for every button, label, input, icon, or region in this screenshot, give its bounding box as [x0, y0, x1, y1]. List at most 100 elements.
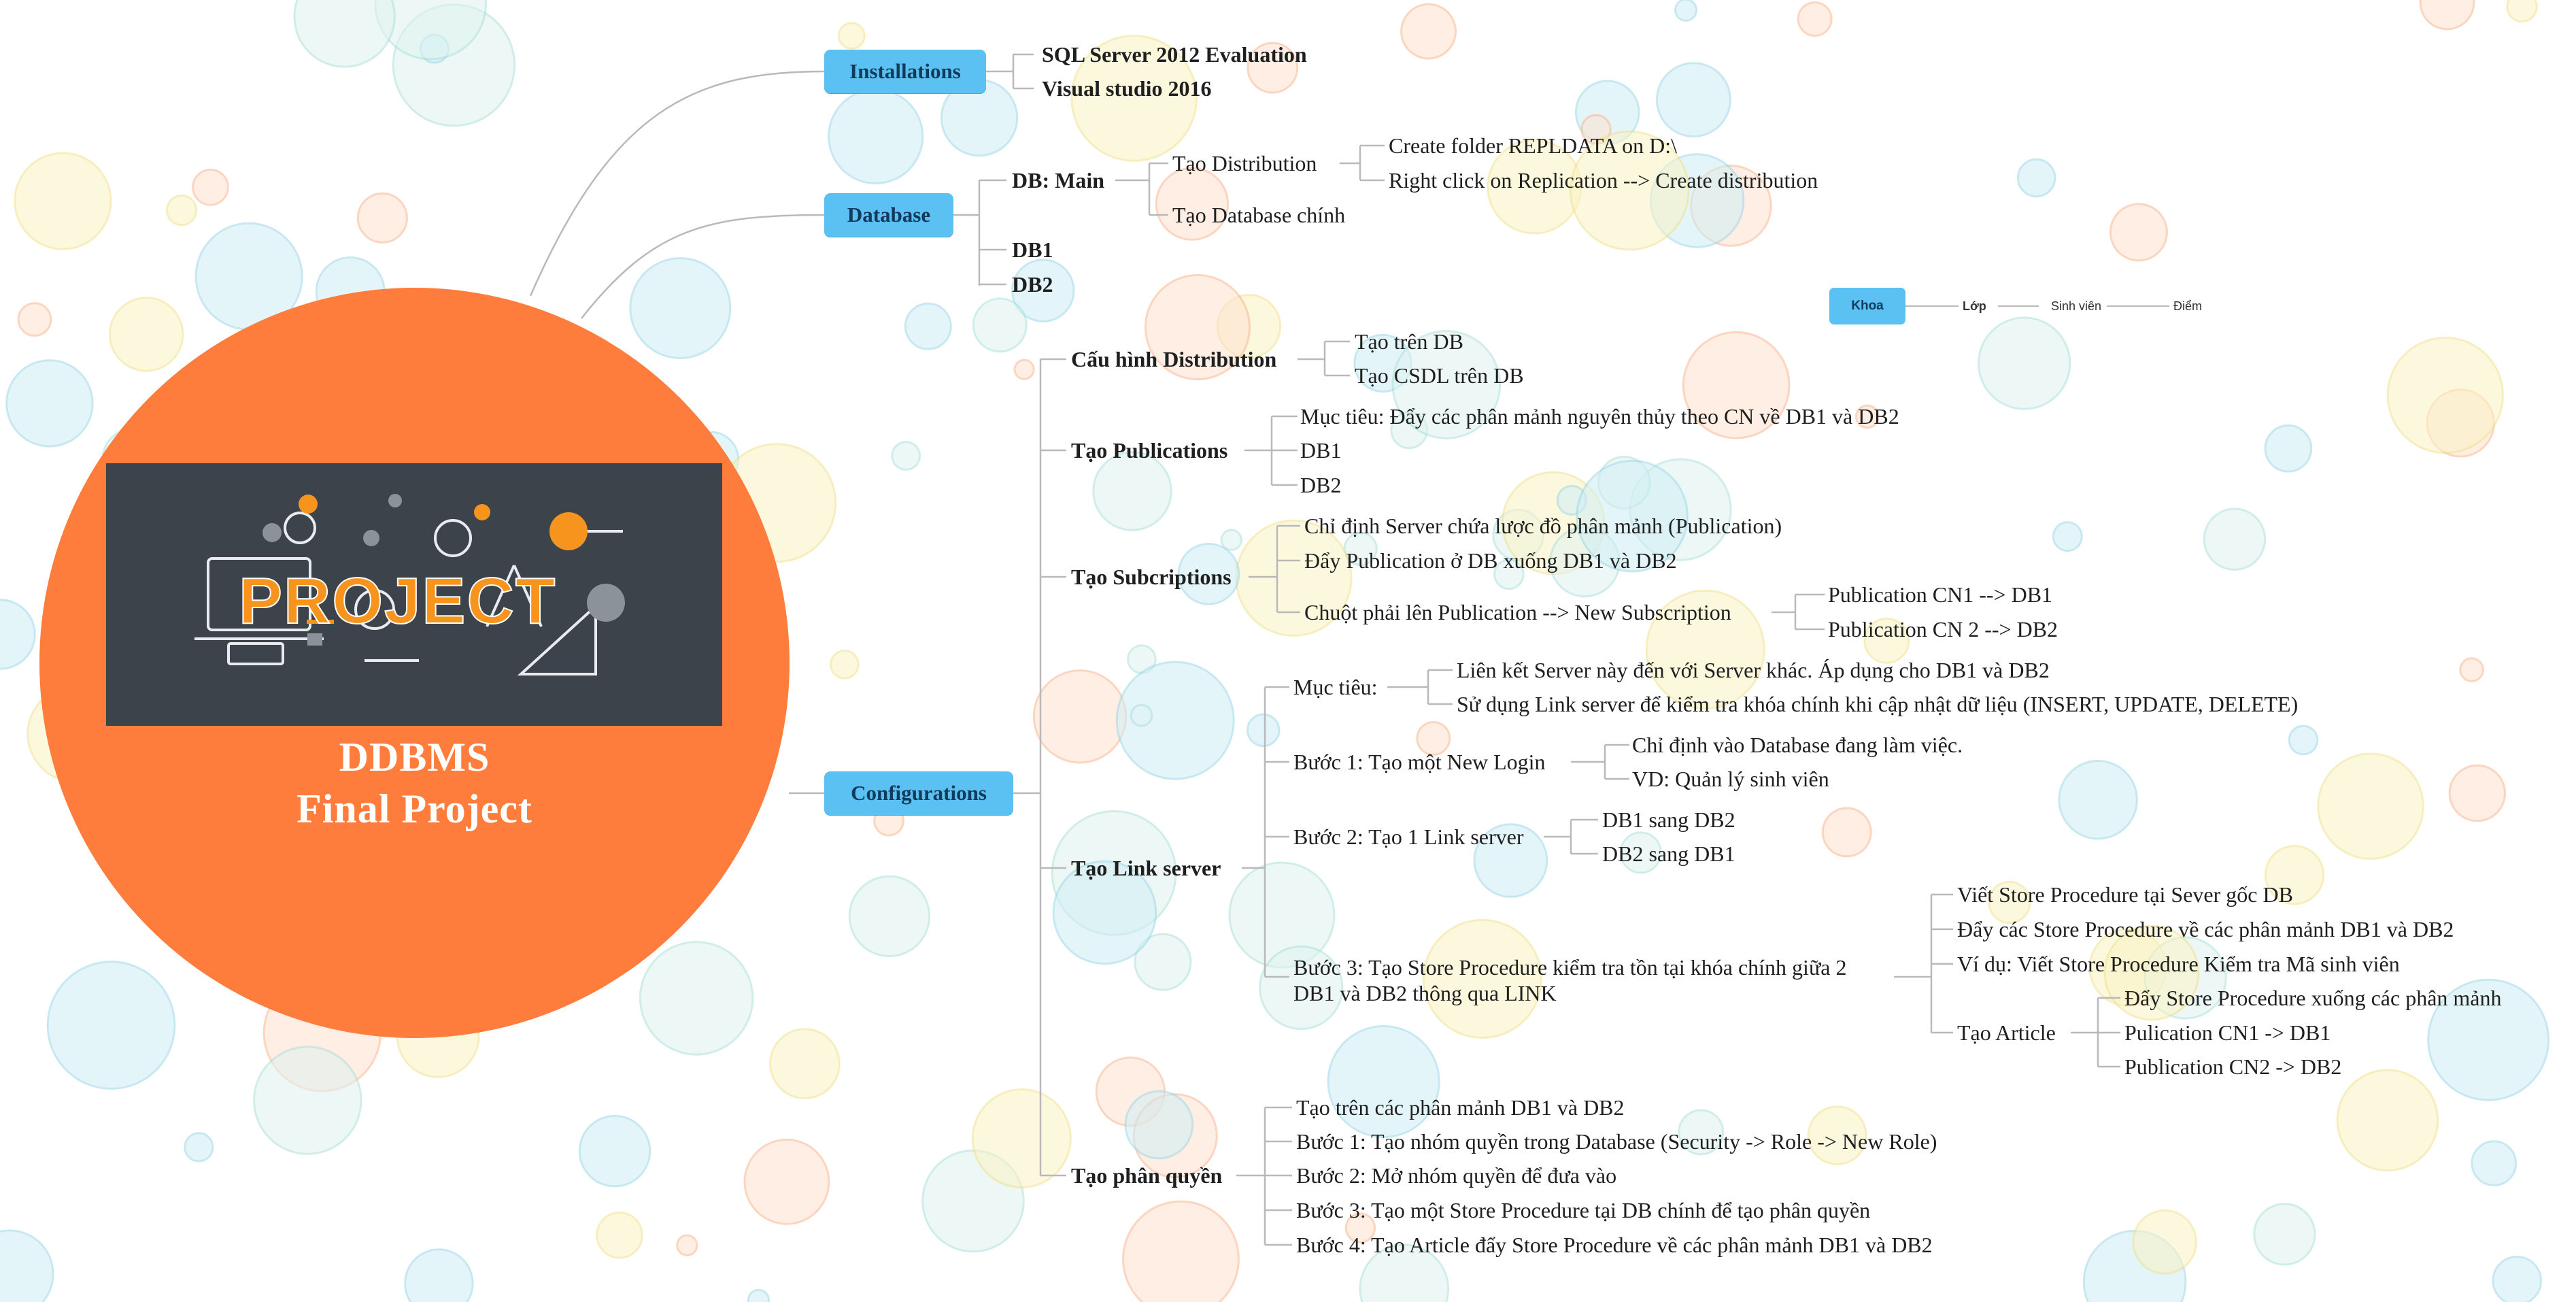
phan-quyen-item[interactable]: Bước 4: Tạo Article đẩy Store Procedure … [1296, 1233, 1933, 1257]
background-bubble [1344, 1212, 1376, 1243]
muc-tieu-item[interactable]: Sử dụng Link server để kiểm tra khóa chí… [1457, 692, 2299, 716]
tao-publications[interactable]: Tạo Publications [1071, 438, 1228, 463]
background-bubble [2419, 0, 2475, 31]
buoc3-item[interactable]: Đẩy các Store Procedure về các phân mảnh… [1957, 917, 2454, 941]
subcriptions-item[interactable]: Chỉ định Server chứa lược đồ phân mảnh (… [1304, 514, 1782, 538]
tao-article-item[interactable]: Đẩy Store Procedure xuống các phân mảnh [2124, 986, 2502, 1010]
background-bubble [5, 359, 94, 448]
buoc3-item[interactable]: Viết Store Procedure tại Sever gốc DB [1957, 882, 2293, 907]
tao-phan-quyen[interactable]: Tạo phân quyền [1071, 1163, 1223, 1188]
subcriptions-item[interactable]: Chuột phải lên Publication --> New Subsc… [1304, 600, 1731, 624]
phan-quyen-item[interactable]: Bước 1: Tạo nhóm quyền trong Database (S… [1296, 1129, 1937, 1154]
background-bubble [2459, 657, 2484, 682]
cau-hinh-distribution[interactable]: Cấu hình Distribution [1071, 347, 1277, 371]
publications-item[interactable]: DB2 [1300, 473, 1342, 497]
background-bubble [2058, 760, 2138, 840]
central-title-line2: Final Project [296, 786, 532, 831]
background-bubble [1134, 933, 1192, 991]
distribution-step[interactable]: Create folder REPLDATA on D:\ [1389, 133, 1678, 158]
buoc2-item[interactable]: DB1 sang DB2 [1602, 807, 1735, 832]
background-bubble [1391, 330, 1502, 439]
background-bubble [1493, 558, 1525, 590]
subscription-sub-item[interactable]: Publication CN 2 --> DB2 [1828, 617, 2058, 641]
tao-subcriptions[interactable]: Tạo Subcriptions [1071, 565, 1232, 589]
background-bubble [1807, 1105, 1867, 1165]
publications-item[interactable]: Mục tiêu: Đẩy các phân mảnh nguyên thủy … [1300, 404, 1899, 429]
phan-quyen-item[interactable]: Tạo trên các phân mảnh DB1 và DB2 [1296, 1095, 1625, 1120]
svg-text:PROJECT: PROJECT [239, 565, 556, 637]
background-bubble [2132, 1209, 2197, 1275]
legend-diem[interactable]: Điểm [2173, 299, 2203, 313]
background-bubble [971, 1088, 1072, 1188]
background-bubble [2336, 1069, 2439, 1172]
background-bubble [904, 302, 952, 350]
branch-database[interactable]: Database [824, 193, 953, 237]
background-bubble [578, 1115, 651, 1188]
database-db1[interactable]: DB1 [1012, 237, 1053, 262]
cau-hinh-item[interactable]: Tạo CSDL trên DB [1355, 363, 1524, 388]
installations-item[interactable]: SQL Server 2012 Evaluation [1042, 42, 1307, 67]
background-bubble [404, 1248, 474, 1302]
phan-quyen-item[interactable]: Bước 2: Mở nhóm quyền để đưa vào [1296, 1163, 1617, 1188]
background-bubble [1570, 130, 1690, 251]
subcriptions-item[interactable]: Đẩy Publication ở DB xuống DB1 và DB2 [1304, 548, 1677, 573]
legend-khoa[interactable]: Khoa [1829, 288, 1905, 324]
tao-article[interactable]: Tạo Article [1957, 1020, 2056, 1045]
phan-quyen-item[interactable]: Bước 3: Tạo một Store Procedure tại DB c… [1296, 1198, 1871, 1222]
subscription-sub-item[interactable]: Publication CN1 --> DB1 [1828, 582, 2053, 607]
tao-distribution[interactable]: Tạo Distribution [1172, 151, 1317, 176]
tao-database-chinh[interactable]: Tạo Database chính [1172, 203, 1346, 227]
muc-tieu-item[interactable]: Liên kết Server này đến với Server khác.… [1457, 658, 2050, 682]
background-bubble [1821, 807, 1872, 858]
background-bubble [972, 297, 1028, 353]
background-bubble [293, 0, 396, 68]
background-bubble [1070, 35, 1198, 162]
background-bubble [2052, 521, 2083, 552]
background-bubble [1359, 1243, 1450, 1302]
background-bubble [2448, 764, 2507, 822]
background-bubble [1011, 258, 1075, 322]
link-server-buoc2[interactable]: Bước 2: Tạo 1 Link server [1293, 824, 1524, 849]
background-bubble [1155, 167, 1230, 241]
branch-installations[interactable]: Installations [824, 50, 986, 93]
background-bubble [1327, 1025, 1440, 1138]
background-bubble [2506, 0, 2538, 23]
tao-link-server[interactable]: Tạo Link server [1071, 856, 1221, 880]
central-topic-title: DDBMS Final Project [39, 731, 790, 835]
link-server-buoc1[interactable]: Bước 1: Tạo một New Login [1293, 750, 1546, 774]
legend-lop[interactable]: Lớp [1963, 299, 1986, 313]
distribution-step[interactable]: Right click on Replication --> Create di… [1389, 168, 1818, 193]
tao-article-item[interactable]: Publication CN2 -> DB2 [2124, 1054, 2342, 1079]
background-bubble [166, 195, 198, 227]
background-bubble [1978, 316, 2071, 410]
database-main[interactable]: DB: Main [1012, 168, 1104, 193]
background-bubble [1797, 1, 1833, 37]
buoc2-item[interactable]: DB2 sang DB1 [1602, 841, 1735, 866]
background-bubble [2492, 1256, 2542, 1302]
background-bubble [2427, 978, 2550, 1101]
background-bubble [2317, 752, 2424, 860]
background-bubble [46, 961, 176, 1090]
buoc3-item[interactable]: Ví dụ: Viết Store Procedure Kiểm tra Mã … [1957, 952, 2400, 976]
background-bubble [1130, 703, 1153, 727]
cau-hinh-item[interactable]: Tạo trên DB [1355, 329, 1463, 354]
background-bubble [629, 257, 732, 359]
tao-article-item[interactable]: Pulication CN1 -> DB1 [2124, 1020, 2331, 1045]
background-bubble [639, 941, 754, 1056]
buoc1-item[interactable]: Chỉ định vào Database đang làm việc. [1632, 733, 1963, 757]
buoc1-item[interactable]: VD: Quản lý sinh viên [1632, 767, 1829, 791]
background-bubble [2264, 845, 2325, 905]
branch-configurations[interactable]: Configurations [824, 771, 1013, 815]
background-bubble [0, 1229, 54, 1302]
publications-item[interactable]: DB1 [1300, 438, 1342, 463]
background-bubble [891, 441, 921, 471]
background-bubble [1124, 1090, 1194, 1160]
link-server-buoc3-line2[interactable]: DB1 và DB2 thông qua LINK [1293, 981, 1557, 1005]
link-server-muc-tieu[interactable]: Mục tiêu: [1293, 675, 1378, 699]
installations-item[interactable]: Visual studio 2016 [1042, 76, 1212, 101]
background-bubble [1682, 331, 1791, 439]
link-server-buoc3-line1[interactable]: Bước 3: Tạo Store Procedure kiểm tra tồn… [1293, 955, 1847, 980]
database-db2[interactable]: DB2 [1012, 272, 1053, 297]
legend-sinh-vien[interactable]: Sinh viên [2051, 299, 2102, 313]
background-bubble [1145, 274, 1251, 380]
